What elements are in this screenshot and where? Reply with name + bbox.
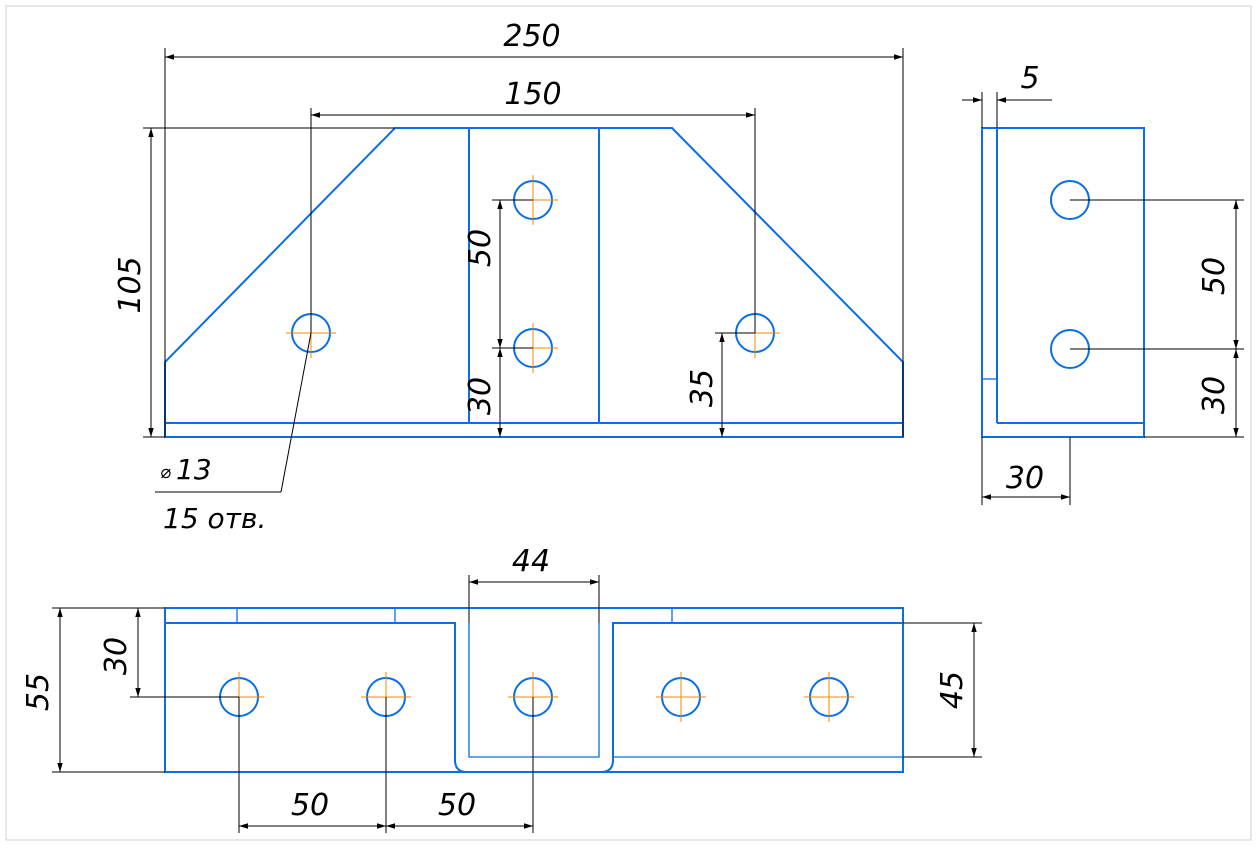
dim-top-pitch-1-label: 50	[291, 788, 329, 823]
side-view: 5 50 30 30	[962, 61, 1244, 505]
dim-height: 105	[113, 127, 395, 438]
dim-hole-span-label: 150	[504, 77, 561, 112]
top-view-outline	[164, 607, 904, 773]
dim-center-hole-spacing: 50	[463, 199, 533, 349]
dim-side-hole-offset-label: 30	[1006, 461, 1044, 496]
dim-top-pitch-2-label: 50	[438, 788, 476, 823]
side-view-outline	[981, 127, 1145, 438]
dim-overall-width-label: 250	[503, 19, 560, 54]
dim-thickness: 5	[962, 61, 1052, 128]
dim-top-depth: 55	[21, 607, 165, 773]
dim-center-hole-bottom-label: 30	[463, 377, 498, 415]
dim-center-hole-bottom: 30	[463, 348, 503, 437]
top-hole-5	[804, 672, 854, 722]
top-view-channel	[165, 622, 903, 773]
dim-height-label: 105	[113, 256, 148, 313]
dim-thickness-label: 5	[1020, 61, 1039, 96]
dim-top-inner-depth: 45	[903, 622, 982, 758]
dim-top-inner-depth-label: 45	[935, 671, 970, 709]
sheet-frame	[5, 5, 1252, 841]
front-view-outline	[164, 127, 904, 438]
top-hole-4	[656, 672, 706, 722]
top-view: 44 55 30 45 50	[21, 544, 982, 833]
front-view: 250 150 105 50 30	[113, 19, 904, 535]
dim-top-hole-from-edge: 30	[99, 608, 239, 698]
diameter-symbol: ⌀	[160, 462, 171, 483]
hole-count-label: 15 отв.	[163, 502, 266, 535]
dim-side-hole-offset: 30	[981, 437, 1071, 505]
dim-side-hole-bottom-label: 35	[685, 369, 720, 407]
dim-overall-width: 250	[164, 19, 904, 437]
top-view-channel-inner	[468, 623, 600, 758]
dim-center-hole-spacing-label: 50	[463, 229, 498, 267]
dim-side-hole-bottom: 30	[1197, 349, 1239, 437]
dim-top-depth-label: 55	[21, 673, 56, 711]
dim-top-hole-from-edge-label: 30	[99, 637, 134, 675]
dim-side-hole-spacing-label: 50	[1197, 257, 1232, 295]
dim-slot-width-label: 44	[512, 544, 550, 579]
dim-side-hole-bottom-label: 30	[1197, 376, 1232, 414]
dim-hole-span: 150	[310, 77, 756, 333]
hole-diameter-label: 13	[176, 453, 212, 486]
hole-note-leader: ⌀ 13 15 отв.	[155, 332, 312, 535]
dim-slot-width: 44	[468, 544, 600, 623]
dim-top-pitch: 50 50	[238, 697, 534, 833]
dim-side-hole-bottom: 35	[685, 332, 755, 437]
dim-side-hole-spacing: 50	[1070, 199, 1244, 438]
